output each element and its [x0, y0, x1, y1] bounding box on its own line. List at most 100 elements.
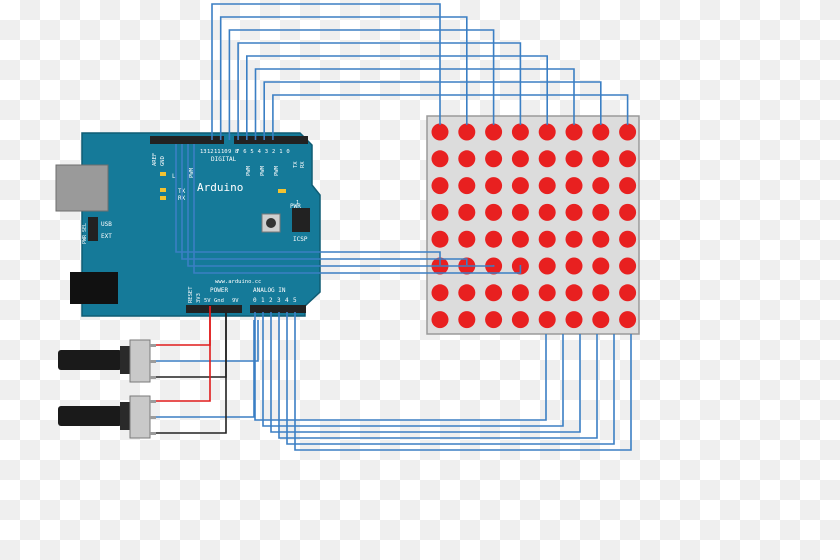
led-r4-c3: [511, 230, 529, 248]
tx-pin-label: TX: [293, 161, 299, 168]
led-r3-c1: [458, 203, 476, 221]
wire-col-6: [263, 81, 602, 140]
arduino-board: Arduino www.arduino.cc DIGITAL ANALOG IN…: [55, 132, 321, 317]
led-r4-c1: [458, 230, 476, 248]
led-r1-c6: [592, 150, 610, 168]
led-r3-c2: [485, 203, 503, 221]
pwm-label-2: PWM: [246, 165, 252, 176]
digital-pin-1: 1: [279, 149, 282, 155]
icsp-header: [292, 208, 310, 232]
led-r5-c4: [538, 257, 556, 275]
led-r5-c6: [592, 257, 610, 275]
rx-pin-label: RX: [300, 161, 306, 168]
led-r3-c4: [538, 203, 556, 221]
icsp-pin1-label: 1: [296, 200, 299, 206]
analog-pin-2: 2: [269, 297, 273, 304]
wire-analog-4: [286, 312, 615, 445]
digital-pin-13: 13: [200, 149, 207, 155]
led-r1-c3: [511, 150, 529, 168]
wire-row-1: [181, 144, 468, 265]
gnd-pins-label: Gnd: [214, 298, 224, 304]
wire-pot-signal-1: [156, 320, 255, 418]
power-header: [186, 305, 242, 313]
pwr-sel-label: PWR SEL: [82, 223, 88, 244]
led-matrix-body: [426, 115, 640, 335]
led-r3-c5: [565, 203, 583, 221]
led-r2-c7: [619, 177, 637, 195]
led-r4-c7: [619, 230, 637, 248]
pwm-label-4: PWM: [274, 165, 280, 176]
led-r0-c6: [592, 123, 610, 141]
digital-pin-4: 4: [258, 149, 262, 155]
led-r2-c6: [592, 177, 610, 195]
pwm-label: PWM: [189, 167, 195, 178]
wire-analog-0: [254, 312, 547, 421]
digital-pin-5: 5: [250, 149, 253, 155]
potentiometer[interactable]: [58, 395, 156, 439]
led-r1-c2: [485, 150, 503, 168]
led-r6-c3: [511, 284, 529, 302]
wire-row-2: [187, 144, 495, 267]
led-r4-c2: [485, 230, 503, 248]
led-r0-c3: [511, 123, 529, 141]
digital-pin-9: 9: [228, 149, 231, 155]
digital-pin-6: 6: [243, 149, 246, 155]
led-r7-c0: [431, 311, 449, 329]
wire-col-3: [237, 42, 522, 140]
led-r6-c0: [431, 284, 449, 302]
usb-label: USB: [101, 221, 112, 228]
led-r1-c5: [565, 150, 583, 168]
led-r3-c7: [619, 203, 637, 221]
gnd-label: GND: [160, 156, 166, 166]
led-r1-c7: [619, 150, 637, 168]
led-r3-c0: [431, 203, 449, 221]
wire-row-3: [193, 144, 522, 274]
led-r4-c6: [592, 230, 610, 248]
led-l-label: L: [172, 173, 176, 180]
led-r7-c1: [458, 311, 476, 329]
wire-pot-signal-0: [156, 320, 259, 362]
wire-pot-vcc-1: [156, 306, 211, 402]
led-r0-c0: [431, 123, 449, 141]
led-r0-c4: [538, 123, 556, 141]
led-grid: [431, 123, 637, 329]
led-r7-c4: [538, 311, 556, 329]
wire-col-2: [228, 29, 495, 140]
led-r5-c7: [619, 257, 637, 275]
led-r3-c6: [592, 203, 610, 221]
usb-connector: [55, 164, 109, 212]
wires: [156, 3, 632, 451]
led-r7-c5: [565, 311, 583, 329]
reset-pin-label: RESET: [188, 286, 194, 303]
digital-pin-11: 11: [214, 149, 221, 155]
led-r2-c3: [511, 177, 529, 195]
led-r7-c6: [592, 311, 610, 329]
wire-analog-3: [278, 312, 598, 439]
led-r0-c5: [565, 123, 583, 141]
led-r1-c0: [431, 150, 449, 168]
potentiometer[interactable]: [58, 339, 156, 383]
digital-pin-8: 8: [235, 149, 238, 155]
led-r7-c7: [619, 311, 637, 329]
digital-label: DIGITAL: [211, 156, 237, 163]
digital-pin-7: 7: [236, 149, 239, 155]
led-r2-c5: [565, 177, 583, 195]
digital-pin-2: 2: [272, 149, 275, 155]
led-r2-c2: [485, 177, 503, 195]
digital-header: [150, 136, 224, 144]
wire-col-5: [254, 68, 575, 140]
led-r6-c1: [458, 284, 476, 302]
board-brand: Arduino: [197, 181, 243, 194]
wire-col-7: [272, 94, 629, 140]
led-r6-c7: [619, 284, 637, 302]
analog-pin-0: 0: [253, 297, 257, 304]
led-r6-c4: [538, 284, 556, 302]
led-r1-c4: [538, 150, 556, 168]
led-r6-c6: [592, 284, 610, 302]
digital-pin-12: 12: [207, 149, 214, 155]
wire-analog-1: [262, 312, 564, 427]
potentiometers: [58, 339, 156, 439]
board-website: www.arduino.cc: [215, 279, 261, 285]
